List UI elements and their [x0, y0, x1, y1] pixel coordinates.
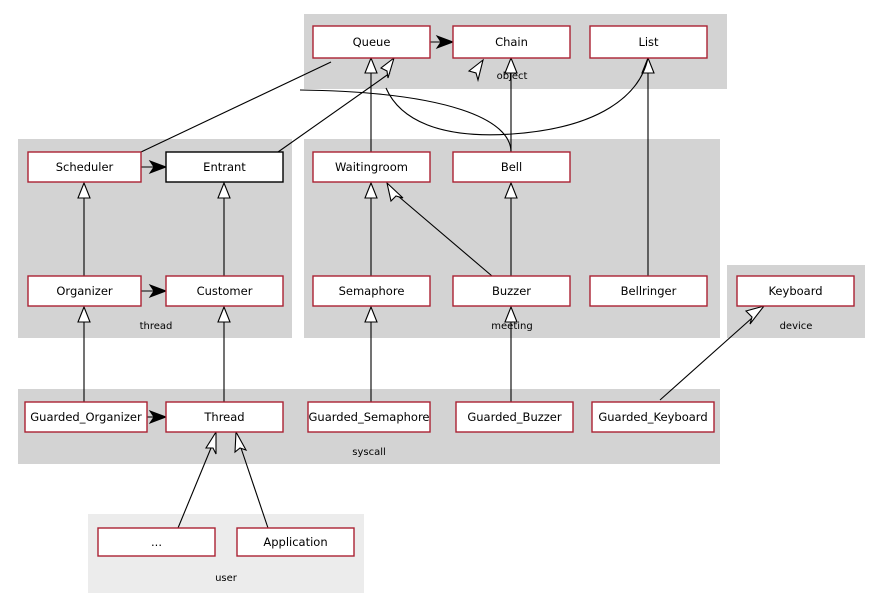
- class-label-bell: Bell: [501, 160, 522, 174]
- relation-guardedkeyboard-keyboard: [659, 305, 766, 401]
- class-node-guarded_semaphore[interactable]: Guarded_Semaphore: [307, 401, 431, 433]
- relation-guardedorganizer-thread: [147, 409, 168, 425]
- class-node-chain[interactable]: Chain: [452, 25, 571, 59]
- relation-buzzer-waitingroom: [386, 181, 493, 277]
- relation-semaphore-waitingroom: [364, 181, 378, 276]
- relation-buzzer-chain: [299, 89, 512, 153]
- class-label-guarded_buzzer: Guarded_Buzzer: [467, 410, 562, 424]
- relation-scheduler-queue: [140, 61, 332, 153]
- relation-guardedsemaphore-semaphore: [364, 305, 378, 402]
- class-node-bell[interactable]: Bell: [452, 151, 571, 183]
- class-box-guarded_keyboard[interactable]: [591, 401, 715, 433]
- class-box-organizer[interactable]: [27, 275, 142, 307]
- relation-queue-chain: [430, 34, 455, 50]
- relation-organizer-scheduler: [77, 181, 91, 276]
- class-node-guarded_organizer[interactable]: Guarded_Organizer: [24, 401, 148, 433]
- class-label-thread_cls: Thread: [203, 410, 244, 424]
- relation-scheduler-entrant: [141, 159, 168, 175]
- class-label-application: Application: [263, 535, 327, 549]
- class-label-scheduler: Scheduler: [56, 160, 114, 174]
- class-node-organizer[interactable]: Organizer: [27, 275, 142, 307]
- relation-bell-chain: [504, 56, 518, 152]
- class-node-ellipsis[interactable]: ...: [97, 527, 216, 557]
- class-node-queue[interactable]: Queue: [312, 25, 431, 59]
- class-box-customer[interactable]: [165, 275, 284, 307]
- class-box-application[interactable]: [236, 527, 355, 557]
- class-node-buzzer[interactable]: Buzzer: [452, 275, 571, 307]
- class-box-waitingroom[interactable]: [312, 151, 431, 183]
- relation-organizer-customer: [141, 283, 168, 299]
- class-box-entrant[interactable]: [165, 151, 284, 183]
- class-node-application[interactable]: Application: [236, 527, 355, 557]
- class-box-guarded_buzzer[interactable]: [455, 401, 574, 433]
- class-box-list[interactable]: [589, 25, 708, 59]
- class-node-bellringer[interactable]: Bellringer: [589, 275, 708, 307]
- class-label-ellipsis: ...: [151, 535, 162, 549]
- class-box-bellringer[interactable]: [589, 275, 708, 307]
- package-label-user: user: [215, 573, 238, 584]
- class-label-guarded_keyboard: Guarded_Keyboard: [598, 410, 707, 424]
- relation-curve-to-chain: [385, 57, 649, 136]
- relation-ellipsis-thread: [177, 430, 217, 529]
- relation-application-thread: [234, 430, 269, 529]
- class-label-guarded_semaphore: Guarded_Semaphore: [309, 410, 430, 424]
- package-label-syscall: syscall: [352, 447, 386, 458]
- package-label-object: object: [497, 71, 528, 82]
- class-label-bellringer: Bellringer: [621, 284, 677, 298]
- class-label-queue: Queue: [353, 35, 391, 49]
- class-label-waitingroom: Waitingroom: [335, 160, 408, 174]
- relation-guardedorganizer-organizer: [77, 305, 91, 402]
- package-label-thread: thread: [140, 321, 173, 332]
- relation-waitingroom-queue: [364, 56, 378, 152]
- class-box-chain[interactable]: [452, 25, 571, 59]
- relation-guardedbuzzer-buzzer: [504, 305, 518, 402]
- class-node-guarded_buzzer[interactable]: Guarded_Buzzer: [455, 401, 574, 433]
- class-node-keyboard[interactable]: Keyboard: [736, 275, 855, 307]
- class-box-queue[interactable]: [312, 25, 431, 59]
- class-box-semaphore[interactable]: [312, 275, 431, 307]
- relation-thread-customer: [217, 305, 231, 402]
- class-box-buzzer[interactable]: [452, 275, 571, 307]
- class-box-guarded_organizer[interactable]: [24, 401, 148, 433]
- class-box-guarded_semaphore[interactable]: [307, 401, 431, 433]
- class-node-waitingroom[interactable]: Waitingroom: [312, 151, 431, 183]
- class-label-guarded_organizer: Guarded_Organizer: [30, 410, 142, 424]
- relation-buzzer-bell: [504, 181, 518, 276]
- class-node-list[interactable]: List: [589, 25, 708, 59]
- package-label-device: device: [780, 321, 813, 332]
- class-label-customer: Customer: [197, 284, 253, 298]
- class-node-semaphore[interactable]: Semaphore: [312, 275, 431, 307]
- relations-layer: [77, 34, 766, 529]
- class-node-customer[interactable]: Customer: [165, 275, 284, 307]
- class-label-organizer: Organizer: [56, 284, 113, 298]
- class-label-chain: Chain: [495, 35, 528, 49]
- class-node-guarded_keyboard[interactable]: Guarded_Keyboard: [591, 401, 715, 433]
- class-node-entrant[interactable]: Entrant: [165, 151, 284, 183]
- class-label-list: List: [638, 35, 659, 49]
- class-label-buzzer: Buzzer: [492, 284, 531, 298]
- class-label-entrant: Entrant: [203, 160, 246, 174]
- class-label-keyboard: Keyboard: [768, 284, 822, 298]
- class-box-scheduler[interactable]: [27, 151, 142, 183]
- class-box-thread_cls[interactable]: [165, 401, 284, 433]
- class-label-semaphore: Semaphore: [339, 284, 405, 298]
- class-node-thread_cls[interactable]: Thread: [165, 401, 284, 433]
- package-label-meeting: meeting: [491, 321, 532, 332]
- relation-customer-entrant: [217, 181, 231, 276]
- class-box-bell[interactable]: [452, 151, 571, 183]
- class-box-ellipsis[interactable]: [97, 527, 216, 557]
- class-node-scheduler[interactable]: Scheduler: [27, 151, 142, 183]
- class-box-keyboard[interactable]: [736, 275, 855, 307]
